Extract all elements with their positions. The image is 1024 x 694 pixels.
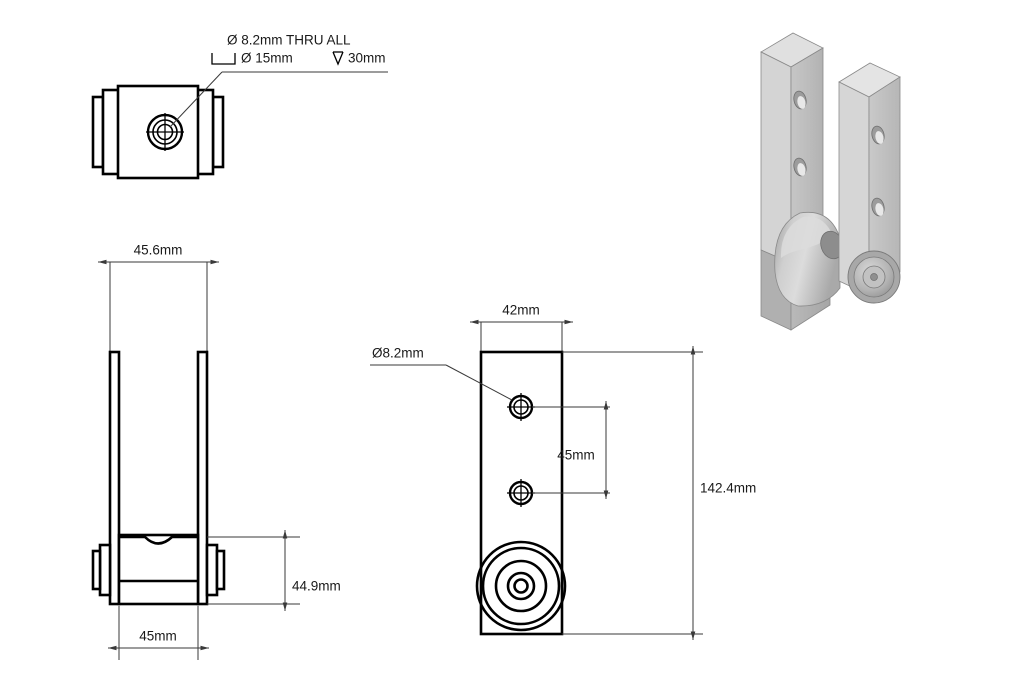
front-view-left-prong — [108, 350, 121, 606]
front-dim-width-label: 45.6mm — [134, 243, 183, 258]
isometric-view — [760, 32, 901, 331]
front-dim-h-label: 44.9mm — [292, 579, 341, 594]
depth-symbol-icon — [332, 51, 344, 66]
side-dim-hole-leader — [445, 364, 513, 401]
side-dim-pitch-label: 45mm — [557, 448, 595, 463]
side-view-boss-outer — [475, 540, 567, 632]
top-view-body — [116, 84, 200, 180]
iso-right-prong-hole-lower-highlight — [875, 203, 884, 216]
front-view-left-tab-inner — [91, 549, 102, 591]
front-view-right-prong — [196, 350, 209, 606]
top-view: Ø 8.2mm THRU ALL Ø 15mm 30mm — [91, 33, 388, 180]
side-view: 42mm Ø8.2mm 45mm 142.4mm — [370, 303, 756, 640]
iso-right-prong-hole-upper-highlight — [875, 131, 884, 144]
top-view-right-outer-tab — [211, 95, 225, 169]
iso-left-prong-hole-lower-highlight — [797, 163, 806, 176]
side-dim-width-label: 42mm — [502, 303, 540, 318]
side-dim-hole-label: Ø8.2mm — [372, 346, 424, 361]
front-dim-bottom-label: 45mm — [139, 629, 177, 644]
side-view-boss-ring — [481, 546, 561, 626]
front-view-right-tab-outer — [205, 543, 219, 597]
side-dim-overall-label: 142.4mm — [700, 481, 756, 496]
front-view-left-tab-outer — [98, 543, 112, 597]
note-counterbore-label: Ø 15mm — [241, 51, 293, 66]
iso-pivot-bore — [870, 273, 878, 281]
counterbore-symbol-icon — [211, 53, 236, 65]
side-view-hub-inner — [506, 571, 536, 601]
top-view-note-leader — [169, 71, 223, 128]
front-view-base-block — [117, 533, 200, 606]
iso-left-prong-hole-upper-highlight — [797, 96, 806, 109]
front-view-right-tab-inner — [215, 549, 226, 591]
note-thru-all-label: Ø 8.2mm THRU ALL — [227, 33, 351, 48]
front-view: 45.6mm 44.9mm 45mm — [91, 243, 341, 660]
side-view-pivot-bore — [513, 578, 529, 594]
side-view-hub-outer — [494, 559, 548, 613]
iso-boss-highlight — [780, 216, 833, 258]
note-counterbore-depth-label: 30mm — [348, 51, 386, 66]
front-view-boss-curve — [119, 535, 198, 545]
top-view-left-outer-tab — [91, 95, 105, 169]
